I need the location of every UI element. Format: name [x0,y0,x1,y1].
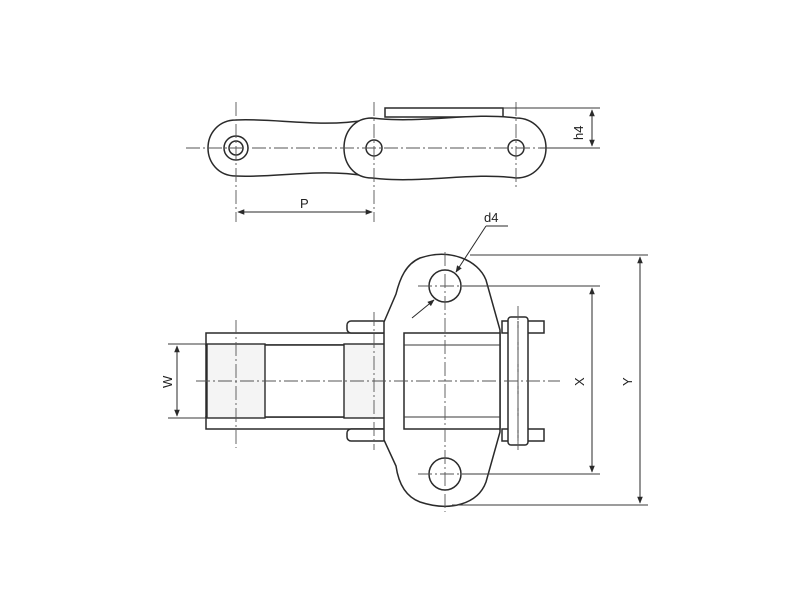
middle-pin-head-bottom [346,428,388,442]
plan-view: W X Y d4 [160,210,648,512]
side-view: P h4 [186,102,600,222]
x-label: X [572,377,587,386]
attachment-plate [384,107,504,118]
w-label: W [160,375,175,388]
left-outer-plate-top [205,332,403,346]
y-label: Y [620,377,635,386]
left-outer-plate-bottom [205,416,403,430]
middle-pin-head-top [346,320,388,334]
p-label: P [300,196,309,211]
d4-label: d4 [484,210,498,225]
h4-label: h4 [571,126,586,140]
